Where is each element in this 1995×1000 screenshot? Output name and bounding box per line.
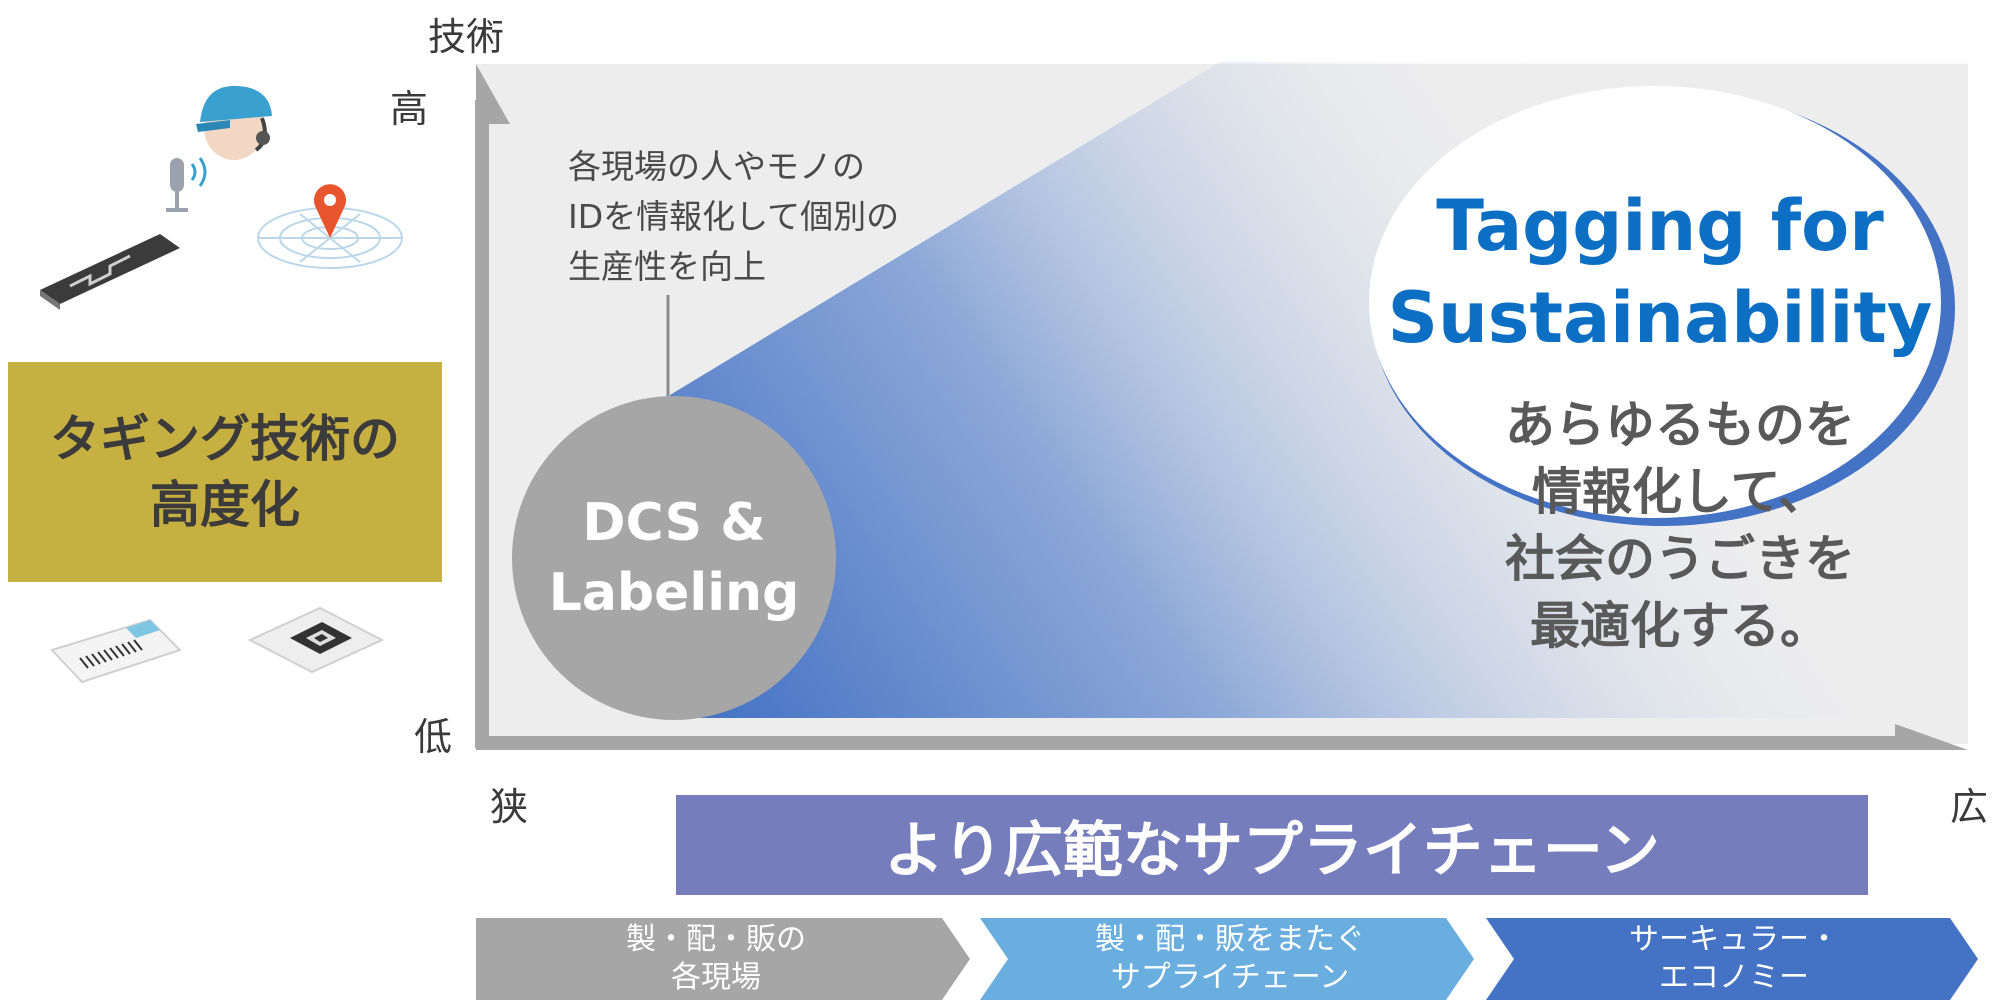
stage-label-2: 製・配・販をまたぐ サプライチェーン bbox=[990, 918, 1470, 1000]
x-axis-arrow bbox=[1895, 724, 1968, 750]
qr-code-label-icon bbox=[247, 606, 385, 674]
tagging-advancement-box: タギング技術の 高度化 bbox=[8, 362, 442, 582]
tagging-description: あらゆるものを 情報化して、 社会のうごきを 最適化する。 bbox=[1430, 392, 1930, 660]
dcs-labeling-circle: DCS & Labeling bbox=[512, 396, 836, 720]
stage-3-line1: サーキュラー・ bbox=[1629, 922, 1839, 957]
location-pin-icon bbox=[257, 184, 403, 269]
supply-chain-band-label: より広範なサプライチェーン bbox=[884, 815, 1660, 886]
tagging-desc-line4: 最適化する。 bbox=[1530, 597, 1830, 655]
barcode-label-icon bbox=[50, 618, 182, 684]
y-axis-title: 技術 bbox=[428, 15, 505, 59]
tagging-desc-line1: あらゆるものを bbox=[1505, 396, 1855, 454]
y-axis-low-label: 低 bbox=[414, 715, 453, 759]
callout-text: 各現場の人やモノの IDを情報化して個別の 生産性を向上 bbox=[568, 142, 899, 292]
dcs-line2: Labeling bbox=[548, 563, 800, 623]
supply-chain-band: より広範なサプライチェーン bbox=[676, 795, 1868, 895]
stage-2-line1: 製・配・販をまたぐ bbox=[1095, 922, 1365, 957]
tagging-title-line2: Sustainability bbox=[1387, 277, 1933, 359]
callout-line2: IDを情報化して個別の bbox=[568, 197, 900, 236]
tagging-advancement-line2: 高度化 bbox=[150, 476, 300, 534]
y-axis-high-label: 高 bbox=[390, 87, 429, 131]
stage-1-line1: 製・配・販の bbox=[626, 922, 806, 957]
tagging-ellipse bbox=[1369, 86, 1941, 518]
stage-3-line2: エコノミー bbox=[1659, 960, 1809, 995]
stage-chevron-1 bbox=[476, 918, 970, 1000]
stage-label-1: 製・配・販の 各現場 bbox=[476, 918, 956, 1000]
operator-headset-icon bbox=[196, 85, 272, 160]
tagging-title-line1: Tagging for bbox=[1436, 185, 1884, 267]
tagging-desc-line3: 社会のうごきを bbox=[1505, 530, 1855, 588]
rfid-tag-icon bbox=[40, 234, 180, 310]
callout-line3: 生産性を向上 bbox=[568, 247, 766, 286]
microphone-icon bbox=[166, 157, 207, 212]
callout-line1: 各現場の人やモノの bbox=[568, 147, 865, 186]
y-axis-arrow bbox=[476, 64, 510, 124]
tagging-title: Tagging for Sustainability bbox=[1385, 180, 1935, 364]
dcs-line1: DCS & bbox=[582, 493, 766, 553]
stage-label-3: サーキュラー・ エコノミー bbox=[1496, 918, 1972, 1000]
stage-chevron-2 bbox=[980, 918, 1474, 1000]
stage-1-line2: 各現場 bbox=[671, 960, 761, 995]
stage-2-line2: サプライチェーン bbox=[1110, 960, 1350, 995]
tagging-advancement-line1: タギング技術の bbox=[50, 410, 400, 468]
stage-chevron-3 bbox=[1486, 918, 1978, 1000]
x-axis-wide-label: 広 bbox=[1950, 785, 1989, 829]
x-axis-narrow-label: 狭 bbox=[490, 785, 529, 829]
tagging-desc-line2: 情報化して、 bbox=[1532, 463, 1828, 521]
